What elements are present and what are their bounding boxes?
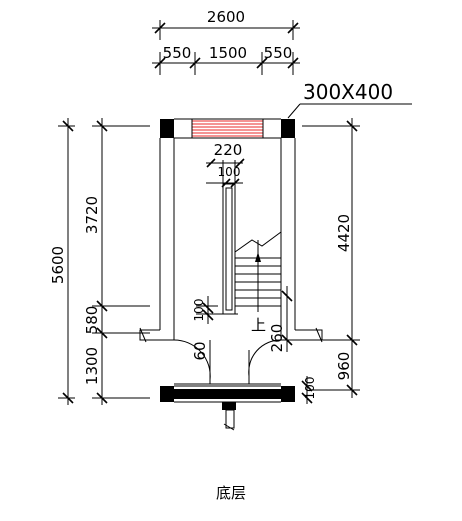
dim-inner-100-bottom: 100 bbox=[303, 377, 317, 400]
inner-dimension-lines bbox=[202, 158, 313, 404]
dim-top-total: 2600 bbox=[207, 8, 245, 26]
dim-inner-100-top: 100 bbox=[218, 165, 241, 179]
dim-inner-60: 60 bbox=[191, 341, 209, 360]
dim-right-upper: 4420 bbox=[335, 214, 353, 252]
right-dimension-lines bbox=[302, 118, 360, 398]
dim-inner-220: 220 bbox=[214, 141, 243, 159]
window-size-label: 300X400 bbox=[303, 80, 393, 104]
dim-top-left: 550 bbox=[163, 44, 192, 62]
window-leader bbox=[287, 103, 301, 119]
dim-left-lower: 1300 bbox=[83, 347, 101, 385]
dim-left-total: 5600 bbox=[49, 246, 67, 284]
stair-walls bbox=[139, 118, 323, 431]
door-swings bbox=[173, 339, 282, 385]
dim-top-mid: 1500 bbox=[209, 44, 247, 62]
top-dimension-lines bbox=[152, 20, 300, 75]
dim-right-lower: 960 bbox=[335, 352, 353, 381]
floor-caption: 底层 bbox=[216, 484, 246, 502]
dim-left-upper: 3720 bbox=[83, 196, 101, 234]
dim-left-mid: 580 bbox=[83, 306, 101, 335]
handrail bbox=[196, 183, 238, 315]
dim-inner-100-left: 100 bbox=[192, 299, 206, 322]
up-marker: 上 bbox=[251, 316, 266, 334]
left-dimension-lines bbox=[58, 118, 150, 405]
dim-top-right: 550 bbox=[264, 44, 293, 62]
stair-treads bbox=[234, 231, 282, 312]
dim-inner-260: 260 bbox=[268, 324, 286, 353]
window-glazing bbox=[191, 119, 264, 138]
